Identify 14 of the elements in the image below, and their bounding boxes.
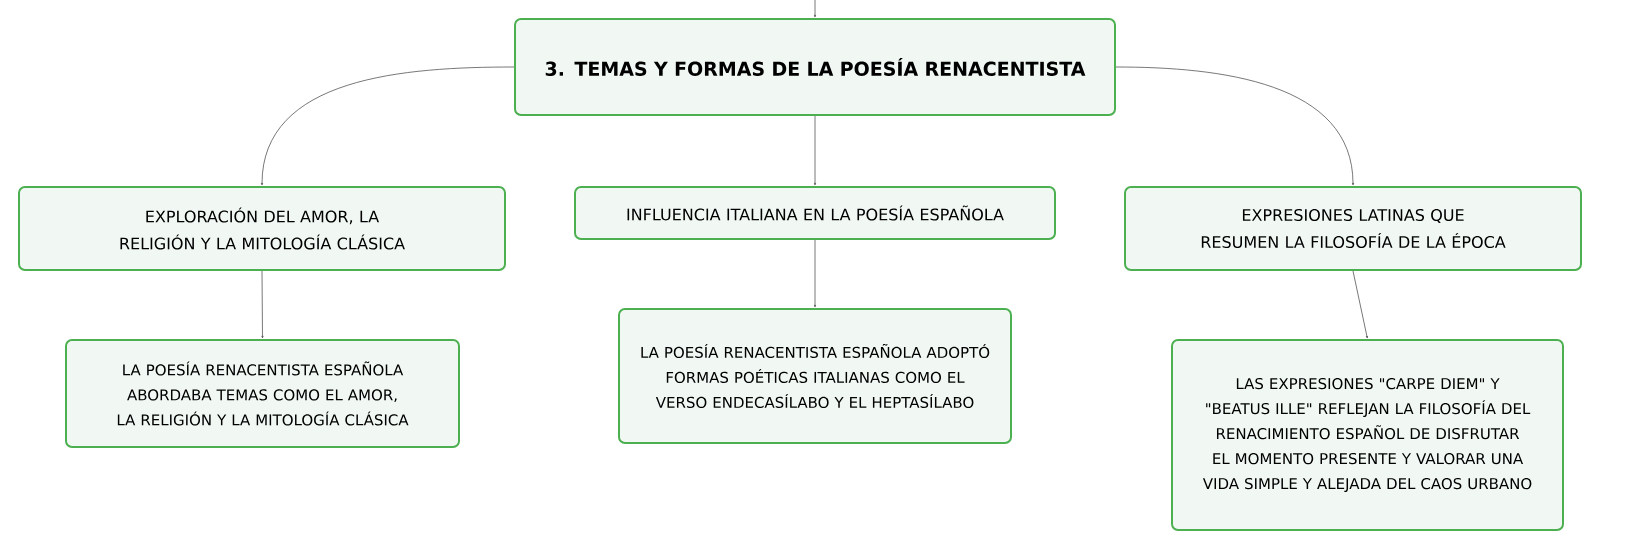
arrow: [813, 239, 817, 308]
title-box: 3. TEMAS Y FORMAS DE LA POESÍA RENACENTISTA: [514, 18, 1116, 116]
arrow: [813, 0, 817, 18]
topic-box: INFLUENCIA ITALIANA EN LA POESÍA ESPAÑOLA: [574, 186, 1056, 240]
arrow: [813, 115, 817, 186]
arrow: [1115, 66, 1355, 186]
arrow: [1352, 270, 1368, 339]
description-box: LA POESÍA RENACENTISTA ESPAÑOLA ABORDABA TEMAS COMO EL AMOR, LA RELIGIÓN Y LA MITOLOGÍA CLÁSICA: [65, 339, 460, 448]
arrow: [261, 270, 264, 339]
arrow: [260, 66, 515, 186]
topic-box: EXPLORACIÓN DEL AMOR, LA RELIGIÓN Y LA MITOLOGÍA CLÁSICA: [18, 186, 506, 271]
topic-box: EXPRESIONES LATINAS QUE RESUMEN LA FILOSOFÍA DE LA ÉPOCA: [1124, 186, 1582, 271]
description-box: LAS EXPRESIONES "CARPE DIEM" Y "BEATUS ILLE" REFLEJAN LA FILOSOFÍA DEL RENACIMIENTO ESPAÑOL DE DISFRUTAR EL MOMENTO PRESENTE Y VALORAR UNA VIDA SIMPLE Y ALEJADA DEL CAOS URBANO: [1171, 339, 1564, 531]
description-box: LA POESÍA RENACENTISTA ESPAÑOLA ADOPTÓ FORMAS POÉTICAS ITALIANAS COMO EL VERSO ENDECASÍLABO Y EL HEPTASÍLABO: [618, 308, 1012, 444]
